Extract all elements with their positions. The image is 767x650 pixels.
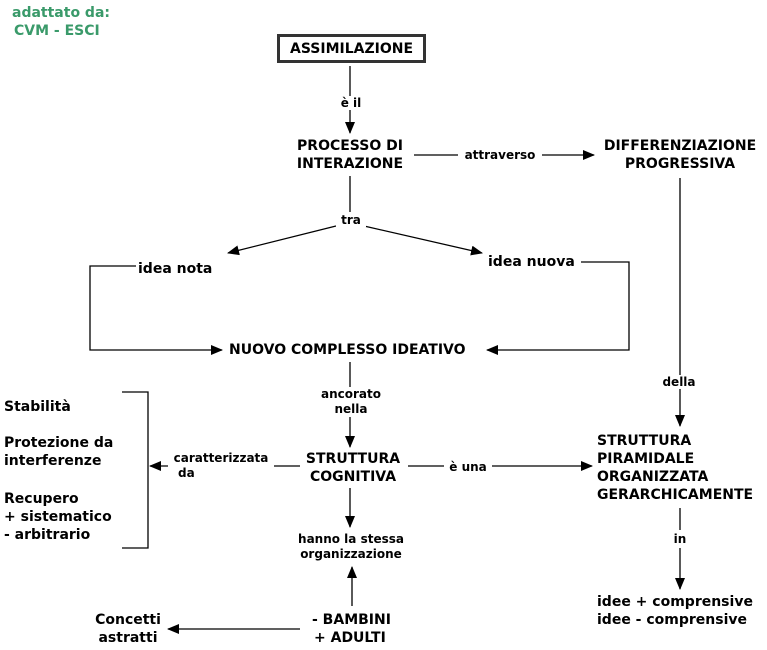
- bracket-caratteristiche: [122, 391, 149, 549]
- node-concetti-line1: Concetti: [95, 612, 161, 628]
- credit-line-2: CVM - ESCI: [14, 23, 100, 39]
- node-bambini: - BAMBINI: [312, 612, 391, 628]
- link-caratterizzata-line2: da: [178, 466, 195, 480]
- node-stabilita: Stabilità: [4, 399, 71, 415]
- link-ancorato-line1: ancorato: [321, 387, 381, 401]
- node-struttura-cognitiva-line1: STRUTTURA: [305, 451, 401, 467]
- node-idee-meno: idee - comprensive: [597, 612, 748, 628]
- node-recupero: Recupero + sistematico - arbitrario: [4, 490, 112, 544]
- node-stessa-line2: organizzazione: [300, 547, 402, 561]
- node-recupero-line1: Recupero: [4, 491, 79, 507]
- arrow-idea-nuova-nuovo: [486, 261, 630, 355]
- node-processo-line2: INTERAZIONE: [296, 156, 404, 172]
- node-recupero-line2: + sistematico: [4, 509, 112, 525]
- link-caratterizzata-line1: caratterizzata: [173, 451, 269, 465]
- node-processo-interazione: PROCESSO DI INTERAZIONE: [282, 137, 418, 173]
- node-idee-piu: idee + comprensive: [597, 594, 753, 610]
- arrow-tra-idea-nuova: [363, 225, 483, 256]
- node-nuovo-complesso: NUOVO COMPLESSO IDEATIVO: [229, 342, 466, 358]
- node-bambini-adulti: - BAMBINI + ADULTI: [312, 611, 391, 647]
- node-protezione-line2: interferenze: [4, 453, 102, 469]
- node-assimilazione-label: ASSIMILAZIONE: [290, 41, 414, 57]
- node-idea-nota: idea nota: [138, 261, 213, 277]
- arrow-tra-idea-nota: [227, 225, 337, 256]
- link-ancorato: ancorato nella: [318, 387, 384, 417]
- link-caratterizzata: caratterizzata da: [168, 451, 274, 481]
- node-concetti-line2: astratti: [98, 630, 158, 646]
- node-struttura-piramidale: STRUTTURA PIRAMIDALE ORGANIZZATA GERARCH…: [597, 432, 753, 504]
- node-piramidale-line2: PIRAMIDALE: [597, 451, 695, 467]
- credit-line-1: adattato da:: [12, 5, 110, 21]
- node-stessa-organizzazione: hanno la stessa organizzazione: [288, 532, 414, 562]
- link-attraverso: attraverso: [458, 148, 542, 162]
- node-idee: idee + comprensive idee - comprensive: [597, 593, 753, 629]
- arrow-idea-nota-nuovo: [89, 265, 223, 355]
- node-adulti: + ADULTI: [314, 630, 386, 646]
- node-piramidale-line3: ORGANIZZATA: [597, 469, 709, 485]
- node-struttura-cognitiva-line2: COGNITIVA: [309, 469, 397, 485]
- node-processo-line1: PROCESSO DI: [297, 138, 403, 154]
- node-stessa-line1: hanno la stessa: [298, 532, 404, 546]
- node-piramidale-line4: GERARCHICAMENTE: [597, 487, 754, 503]
- node-protezione: Protezione da interferenze: [4, 434, 113, 470]
- node-differenziazione-line1: DIFFERENZIAZIONE: [603, 138, 757, 154]
- link-e-il: è il: [336, 96, 366, 110]
- node-piramidale-line1: STRUTTURA: [597, 433, 692, 449]
- node-idea-nuova: idea nuova: [488, 254, 575, 270]
- link-tra: tra: [336, 213, 366, 227]
- node-concetti-astratti: Concetti astratti: [90, 611, 166, 647]
- node-differenziazione-line2: PROGRESSIVA: [624, 156, 736, 172]
- node-struttura-cognitiva: STRUTTURA COGNITIVA: [296, 450, 410, 486]
- node-assimilazione: ASSIMILAZIONE: [277, 34, 427, 63]
- link-in: in: [664, 532, 696, 546]
- node-recupero-line3: - arbitrario: [4, 527, 91, 543]
- link-della: della: [652, 375, 706, 389]
- node-protezione-line1: Protezione da: [4, 435, 114, 451]
- link-e-una: è una: [444, 460, 492, 474]
- link-ancorato-line2: nella: [334, 402, 368, 416]
- node-differenziazione: DIFFERENZIAZIONE PROGRESSIVA: [596, 137, 764, 173]
